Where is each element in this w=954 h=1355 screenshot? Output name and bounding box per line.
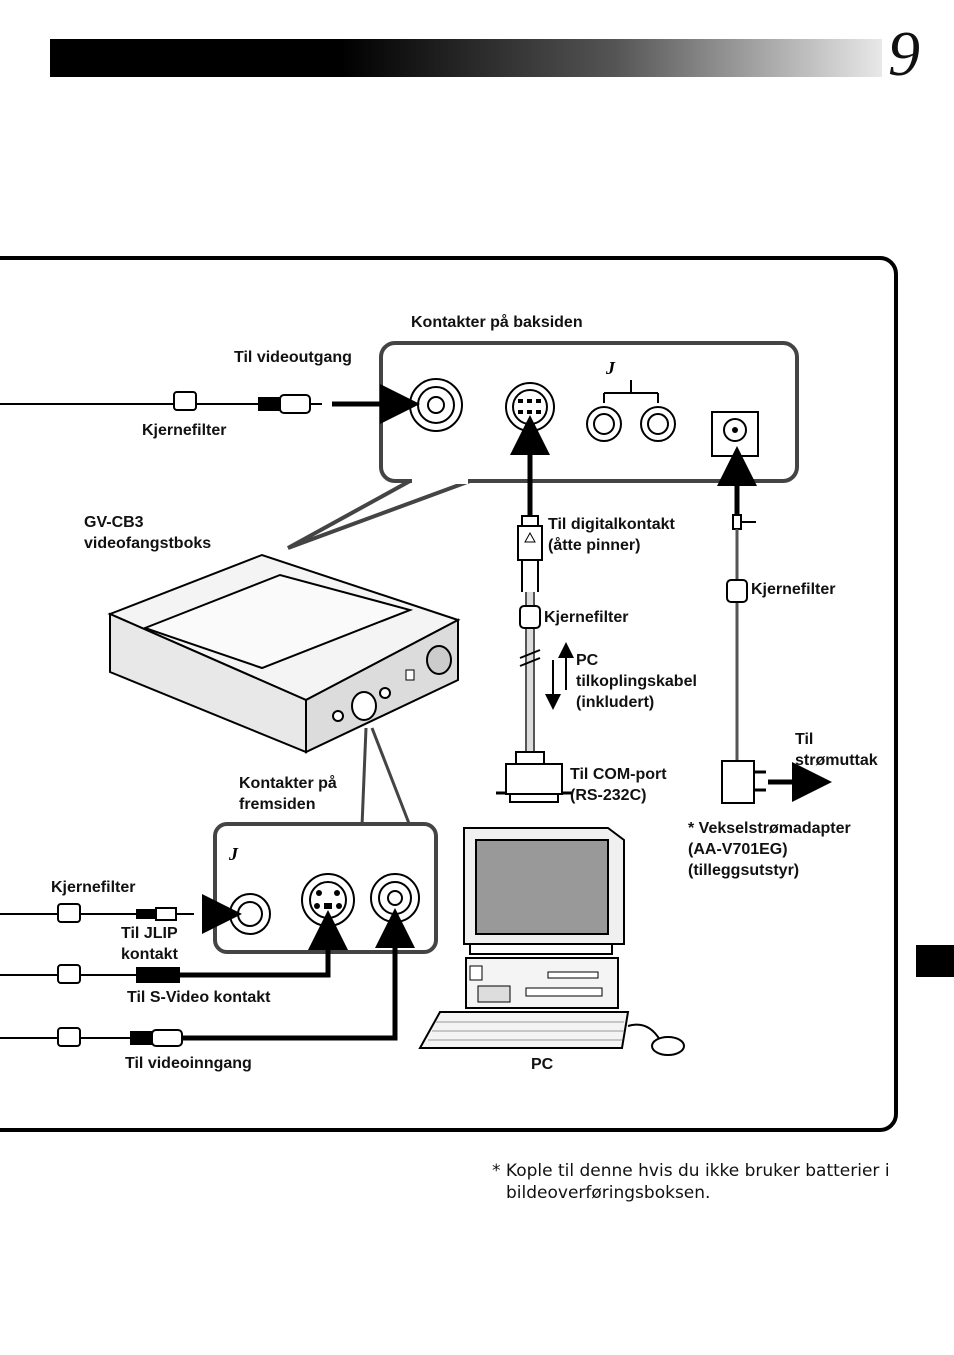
rear-connector-panel bbox=[287, 341, 799, 550]
page-number: 9 bbox=[888, 18, 920, 89]
footnote: * Kople til denne hvis du ikke bruker ba… bbox=[492, 1161, 890, 1203]
capture-box-device bbox=[107, 553, 461, 754]
pc-connection-cable bbox=[496, 415, 572, 803]
core-filter-cable-label: Kjernefilter bbox=[544, 609, 629, 626]
video-out-cable bbox=[0, 384, 420, 424]
rear-jlip-logo: J bbox=[605, 358, 616, 378]
pc-label: PC bbox=[531, 1056, 554, 1073]
device-name-label: GV-CB3 videofangstboks bbox=[84, 514, 212, 552]
front-connectors-label: Kontakter på fremsiden bbox=[239, 775, 337, 813]
to-video-out-label: Til videoutgang bbox=[234, 349, 352, 366]
pc-cable-label: PC tilkoplingskabel (inkludert) bbox=[576, 652, 697, 711]
pc-computer bbox=[418, 827, 685, 1056]
front-svideo-jack bbox=[301, 873, 355, 927]
rear-digital-jack bbox=[505, 382, 555, 432]
to-jlip-label: Til JLIP kontakt bbox=[121, 925, 178, 963]
front-jlip-jack bbox=[229, 893, 271, 935]
front-jlip-logo: J bbox=[228, 844, 239, 864]
rear-connectors-label: Kontakter på baksiden bbox=[411, 314, 583, 331]
cable-length-arrows bbox=[545, 642, 574, 710]
rear-dc-jack bbox=[711, 411, 759, 457]
diagram-frame bbox=[0, 256, 898, 1132]
to-svideo-label: Til S-Video kontakt bbox=[127, 989, 271, 1006]
to-video-in-label: Til videoinngang bbox=[125, 1055, 252, 1072]
core-filter-power-label: Kjernefilter bbox=[751, 581, 836, 598]
section-tab bbox=[916, 945, 954, 977]
ac-adapter-label: * Vekselstrømadapter (AA-V701EG) (tilleg… bbox=[688, 820, 851, 879]
core-filter-front-label: Kjernefilter bbox=[51, 879, 136, 896]
rear-video-out-jack bbox=[409, 378, 463, 432]
rear-jlip-jacks bbox=[586, 380, 676, 442]
video-in-cable bbox=[0, 908, 415, 1047]
ac-adapter-cable bbox=[717, 446, 832, 804]
svideo-cable bbox=[0, 910, 348, 984]
jlip-cable bbox=[0, 894, 242, 934]
page-header-bar bbox=[50, 39, 882, 77]
to-digital-label: Til digitalkontakt (åtte pinner) bbox=[548, 516, 675, 554]
to-com-label: Til COM-port (RS-232C) bbox=[570, 766, 667, 804]
core-filter-top-label: Kjernefilter bbox=[142, 422, 227, 439]
to-power-outlet-label: Til strømuttak bbox=[795, 731, 878, 769]
front-video-in-jack bbox=[370, 873, 420, 923]
